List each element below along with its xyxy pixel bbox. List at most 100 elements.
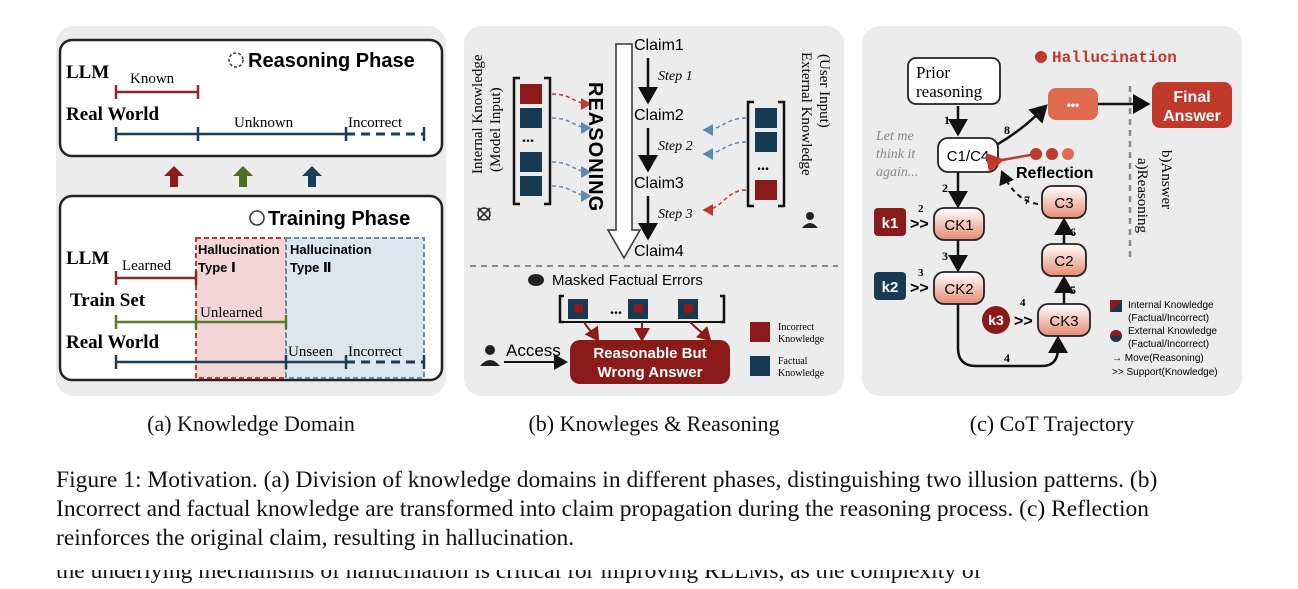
- access-label: Access: [506, 341, 561, 360]
- cut-off-text-line: the underlying mechanisms of hallucinati…: [56, 570, 982, 584]
- k2-badge: [874, 272, 906, 300]
- real-world-bar-training: [114, 355, 426, 369]
- ck3-label: CK3: [1049, 313, 1078, 330]
- legend-incorrect-line1: Incorrect: [778, 322, 814, 333]
- subcaption-b: (b) Knowleges & Reasoning: [528, 411, 780, 436]
- c2-label: C2: [1054, 253, 1073, 270]
- final-line-2: Answer: [1163, 108, 1221, 125]
- model-input-label: (Model Input): [488, 87, 504, 172]
- legend-move: → Move(Reasoning): [1112, 353, 1204, 364]
- masked-knowledge-row: [558, 294, 726, 324]
- reasoning-icon: [228, 52, 244, 68]
- let-me-line-2: think it: [876, 147, 916, 162]
- edge-5-label: 5: [1070, 283, 1076, 297]
- unlearned-label: Unlearned: [200, 305, 263, 321]
- external-arrow-3: [702, 189, 747, 216]
- legend-external-1: External Knowledge: [1128, 326, 1217, 337]
- masked-ellipsis: ...: [610, 301, 622, 318]
- reflection-hit: [985, 152, 1037, 173]
- edge-6-label: 6: [1070, 225, 1076, 239]
- answer-line-1: Reasonable But: [593, 345, 706, 362]
- external-arrow-1: [702, 117, 747, 136]
- k3-label: k3: [988, 312, 1004, 328]
- k3-support-num: 4: [1020, 297, 1026, 309]
- step-1: Step 1: [658, 69, 693, 84]
- legend-internal-1: Internal Knowledge: [1128, 300, 1214, 311]
- real-world-label-training: Real World: [66, 332, 160, 353]
- mask-arrow-3: [689, 321, 712, 342]
- internal-arrow-1: [551, 93, 592, 110]
- edge-8: [997, 104, 1048, 146]
- claim-3: Claim3: [634, 175, 684, 192]
- legend-factual-line2: Knowledge: [778, 368, 825, 379]
- c3-label: C3: [1054, 195, 1073, 212]
- known-bar: [114, 85, 200, 99]
- learned-label: Learned: [122, 258, 172, 274]
- edge-2-label: 2: [942, 181, 948, 195]
- llm-label-training: LLM: [66, 248, 109, 269]
- legend-incorrect-swatch: [750, 322, 770, 342]
- cut-off-body-text: the underlying mechanisms of hallucinati…: [56, 570, 1246, 589]
- c1-c4-label: C1/C4: [947, 148, 990, 165]
- let-me-line-3: again...: [876, 165, 918, 180]
- reasoning-flow-arrow: [606, 43, 642, 260]
- model-icon: [477, 207, 491, 221]
- claim-2: Claim2: [634, 107, 684, 124]
- learned-bar: [114, 271, 198, 285]
- panel-cot-trajectory: Hallucination Prior reasoning ••• Final …: [862, 26, 1242, 396]
- answer-line-2: Wrong Answer: [597, 364, 702, 381]
- hallucination-icon: [1035, 51, 1047, 63]
- edge-3-label: 3: [942, 249, 948, 263]
- prior-line-1: Prior: [916, 63, 950, 82]
- hallucination-type1-region: [195, 237, 287, 379]
- b-answer-label: b)Answer: [1158, 150, 1174, 209]
- a-reasoning-label: a)Reasoning: [1134, 158, 1150, 233]
- external-knowledge-label: External Knowledge: [798, 52, 814, 176]
- external-arrow-2: [702, 141, 747, 160]
- final-answer-box: [1152, 82, 1232, 128]
- edge-1-label: 1: [944, 113, 950, 127]
- k3-support: >>: [1014, 313, 1033, 330]
- knowledge-reasoning-diagram: Internal Knowledge (Model Input) ... REA…: [470, 37, 838, 384]
- type1-label: Type Ⅰ: [198, 260, 236, 275]
- let-me-line-1: Let me: [875, 129, 914, 144]
- masked-factual-errors-label: Masked Factual Errors: [552, 272, 703, 289]
- prior-reasoning-box: [907, 57, 1001, 105]
- c3-node: [1041, 185, 1087, 219]
- edge-7: [999, 170, 1039, 205]
- legend-support: >> Support(Knowledge): [1112, 367, 1218, 378]
- legend-external-icon: [1110, 330, 1122, 342]
- internal-arrow-3: [551, 161, 592, 178]
- training-icon: [249, 210, 265, 226]
- panel-knowledge-reasoning: Internal Knowledge (Model Input) ... REA…: [464, 26, 844, 396]
- user-icon: [802, 212, 818, 228]
- claim-1: Claim1: [634, 37, 684, 54]
- incorrect-label-training: Incorrect: [348, 344, 403, 360]
- k1-support: >>: [910, 216, 929, 233]
- k1-badge: [874, 208, 906, 236]
- step-3: Step 3: [658, 207, 693, 222]
- mask-icon: [528, 274, 544, 286]
- edge-8-label: 8: [1004, 123, 1010, 137]
- internal-ellipsis: ...: [522, 129, 534, 146]
- step-2: Step 2: [658, 139, 693, 154]
- train-set-bar: [114, 315, 288, 329]
- internal-knowledge-label: Internal Knowledge: [470, 54, 486, 174]
- internal-arrow-4: [551, 185, 592, 202]
- hallucination-type2-region: [285, 237, 425, 379]
- legend-external-2: (Factual/Incorrect): [1128, 339, 1209, 350]
- internal-arrow-2: [551, 117, 592, 134]
- arrow-blue: [302, 166, 322, 187]
- hallucination-type2-label: Hallucination: [290, 242, 372, 257]
- subcaption-a: (a) Knowledge Domain: [147, 411, 355, 436]
- panel-knowledge-domain: Reasoning Phase LLM Known Real World Unk…: [56, 26, 446, 396]
- hallucination-type1-label: Hallucination: [198, 242, 280, 257]
- legend-incorrect-line2: Knowledge: [778, 334, 825, 345]
- intermediate-box: [1048, 88, 1098, 120]
- wrong-answer-box: [570, 340, 730, 384]
- external-knowledge-column: [746, 100, 786, 208]
- k2-support: >>: [910, 280, 929, 297]
- unseen-label: Unseen: [288, 344, 333, 360]
- reasoning-vertical-label: REASONING: [584, 82, 606, 212]
- k1-support-num: 2: [918, 203, 924, 215]
